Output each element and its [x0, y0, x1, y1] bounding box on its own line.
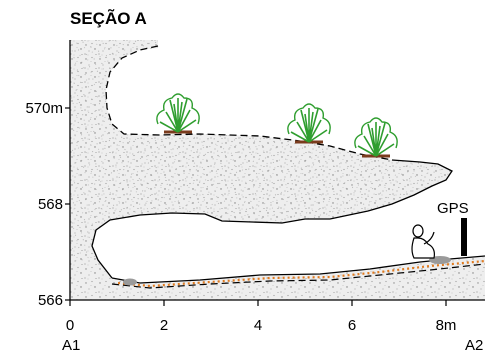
upper-block-edge — [91, 159, 453, 279]
x-tick-label: 8m — [436, 317, 457, 334]
lower-rock-band — [70, 257, 485, 300]
x-tick-label: 6 — [348, 317, 356, 334]
floor-line-dashed — [111, 263, 486, 289]
y-tick-label: 566 — [38, 292, 63, 309]
gps-label: GPS — [437, 200, 469, 217]
x-tick-label: 0 — [66, 317, 74, 334]
upper-cavity-outline — [105, 45, 393, 161]
gps-marker — [461, 218, 467, 256]
upper-rock-mass — [70, 40, 452, 268]
section-title: SEÇÃO A — [70, 8, 147, 28]
x-axis-end-label: A2 — [465, 337, 483, 354]
x-axis-ticks: 0 2 4 6 8m — [66, 300, 457, 334]
shrub-1 — [156, 93, 200, 134]
y-tick-label: 570m — [25, 100, 63, 117]
x-axis-start-label: A1 — [62, 337, 80, 354]
shrub-3 — [354, 117, 398, 158]
x-tick-label: 4 — [254, 317, 262, 334]
y-tick-label: 568 — [38, 196, 63, 213]
seated-person-icon — [411, 224, 435, 259]
x-tick-label: 2 — [160, 317, 168, 334]
y-axis-ticks: 570m 568 566 — [25, 100, 70, 309]
stone-1 — [123, 278, 137, 286]
shrub-2 — [287, 103, 331, 144]
axes — [69, 40, 485, 301]
